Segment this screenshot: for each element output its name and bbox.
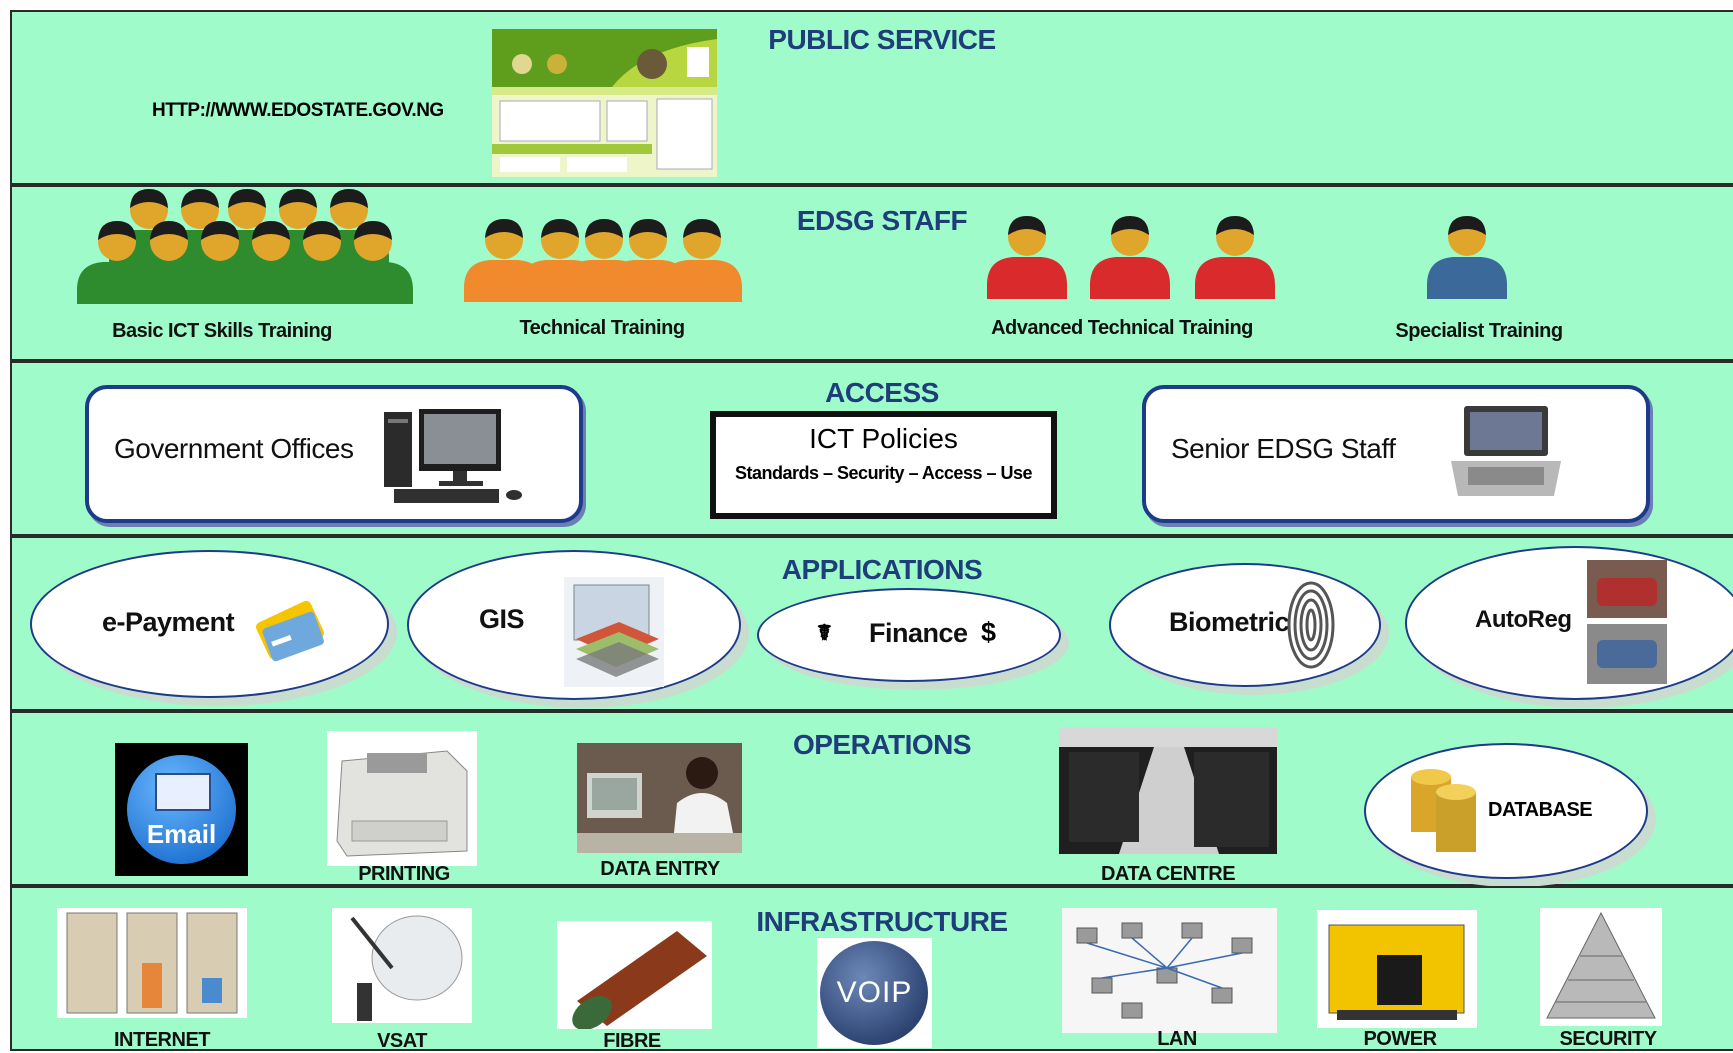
basic-ict-people-icon [77, 189, 413, 304]
ict-policies-subtitle: Standards – Security – Access – Use [735, 463, 1033, 483]
voip-text: VOIP [836, 976, 913, 1009]
layer-title: PUBLIC SERVICE [768, 24, 996, 55]
specialist-person-icon [1427, 216, 1507, 299]
layer-title: EDSG STAFF [796, 205, 968, 236]
lan-network-icon [1062, 908, 1277, 1033]
layer-operations: OPERATIONS Email PRINTING DATA ENTRY DAT… [10, 711, 1733, 886]
staff-group-label: Advanced Technical Training [991, 317, 1253, 339]
technical-people-icon [464, 219, 742, 302]
senior-staff-box[interactable]: Senior EDSG Staff [1142, 385, 1650, 523]
gis-layers-icon [564, 577, 664, 687]
security-pyramid-icon [1540, 908, 1662, 1026]
staff-group-label: Technical Training [519, 317, 685, 339]
layer-access: ACCESS Government Offices ICT Policies S… [10, 361, 1733, 536]
servers-icon [57, 908, 247, 1018]
infrastructure-label: POWER [1363, 1028, 1437, 1050]
generator-icon [1317, 910, 1477, 1028]
fibre-cable-icon [557, 921, 712, 1029]
app-label: e-Payment [102, 607, 235, 637]
envelope-icon [155, 773, 211, 811]
app-label: Finance [869, 618, 968, 648]
satellite-dish-icon [332, 908, 472, 1023]
infrastructure-label: FIBRE [603, 1030, 661, 1052]
layer-title: APPLICATIONS [781, 554, 983, 585]
layer-infrastructure: INFRASTRUCTURE INTERNET VSAT FIBRE VOIP [10, 886, 1733, 1052]
desktop-computer-icon [384, 409, 522, 503]
app-gis[interactable]: GIS [407, 550, 741, 700]
email-icon-text: Email [146, 819, 217, 849]
website-url[interactable]: HTTP://WWW.EDOSTATE.GOV.NG [152, 100, 444, 121]
operations-label: DATA CENTRE [1100, 863, 1236, 885]
app-label: GIS [479, 604, 525, 634]
operations-label: PRINTING [358, 863, 450, 885]
layer-edsg-staff: EDSG STAFF Basic ICT Skills Training Tec… [10, 185, 1733, 361]
infrastructure-label: LAN [1157, 1028, 1197, 1050]
operations-label: DATA ENTRY [600, 858, 720, 880]
app-label: AutoReg [1475, 606, 1572, 633]
senior-staff-label: Senior EDSG Staff [1171, 433, 1396, 464]
government-offices-box[interactable]: Government Offices [85, 385, 583, 523]
app-e-payment[interactable]: e-Payment [30, 550, 389, 698]
layer-applications: APPLICATIONS e-Payment GIS ☤ Finance $ B… [10, 536, 1733, 711]
layer-title: OPERATIONS [792, 729, 972, 760]
government-offices-label: Government Offices [114, 433, 354, 464]
car-photos-icon [1587, 560, 1667, 684]
layer-title: INFRASTRUCTURE [756, 906, 1008, 937]
staff-group-label: Specialist Training [1395, 320, 1563, 342]
infrastructure-label: SECURITY [1559, 1028, 1657, 1050]
database-coins-icon [1411, 769, 1476, 852]
payment-card-icon [256, 600, 324, 662]
email-icon[interactable]: Email [115, 743, 248, 876]
app-finance[interactable]: ☤ Finance $ [757, 588, 1061, 682]
app-autoreg[interactable]: AutoReg [1405, 546, 1733, 700]
voip-globe [820, 941, 928, 1045]
ict-policies-title: ICT Policies [809, 423, 958, 454]
advanced-people-icon [987, 216, 1275, 299]
printer-icon [327, 731, 477, 866]
data-entry-photo [577, 743, 742, 853]
layer-title: ACCESS [825, 377, 939, 408]
app-label: Biometric [1169, 607, 1290, 637]
data-centre-photo [1059, 727, 1277, 854]
layer-public-service: PUBLIC SERVICE HTTP://WWW.EDOSTATE.GOV.N… [10, 10, 1733, 185]
dollar-icon: $ [981, 617, 997, 647]
ict-policies-box[interactable]: ICT Policies Standards – Security – Acce… [710, 411, 1057, 519]
database-ellipse[interactable]: DATABASE [1364, 743, 1648, 879]
staff-group-label: Basic ICT Skills Training [112, 320, 332, 342]
infrastructure-label: VSAT [377, 1030, 427, 1052]
website-screenshot [492, 29, 717, 177]
app-biometric[interactable]: Biometric [1109, 563, 1381, 687]
binoculars-icon: ☤ [817, 620, 832, 645]
operations-label: DATABASE [1488, 799, 1593, 821]
laptop-icon [1451, 406, 1561, 496]
voip-icon: VOIP [817, 938, 932, 1048]
fingerprint-icon [1287, 581, 1335, 669]
infrastructure-label: INTERNET [114, 1029, 211, 1051]
